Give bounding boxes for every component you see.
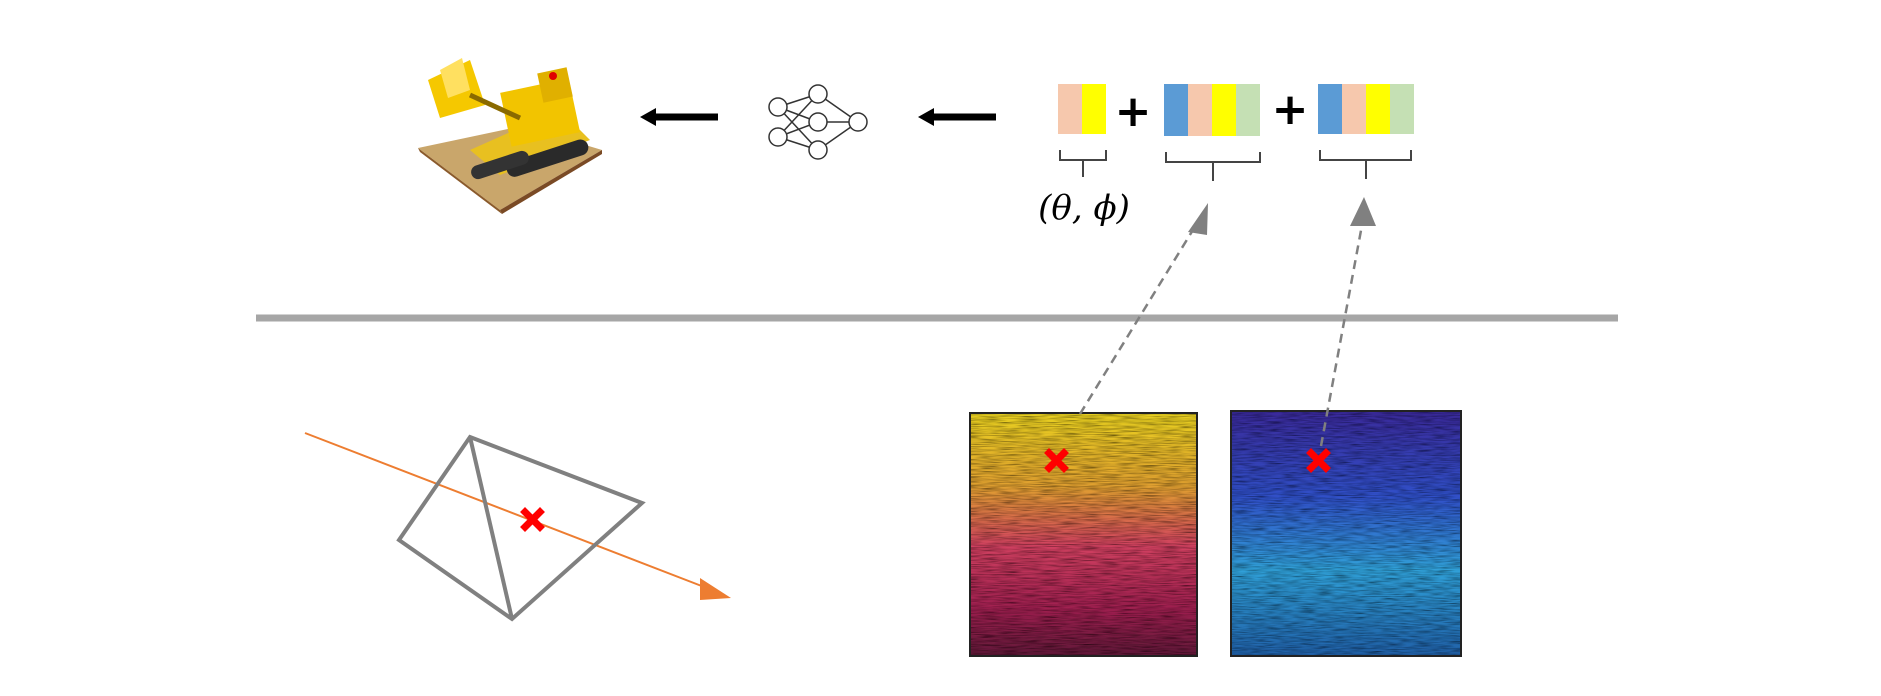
lookup-arrow-1	[1078, 224, 1198, 415]
feature-texture-map-icon	[1230, 410, 1462, 657]
triangle-mesh-icon	[396, 434, 646, 622]
view-direction-encoding	[1058, 84, 1106, 134]
feature-blocks	[1058, 84, 1414, 136]
brace-feature-vector-2	[1319, 150, 1412, 179]
plus-operator: +	[1272, 84, 1309, 135]
neural-network-icon	[768, 84, 868, 160]
arrow-left-icon	[918, 108, 996, 126]
intersection-marker-icon	[520, 507, 545, 532]
ray-line	[304, 432, 713, 591]
lookup-arrow-2	[1319, 224, 1364, 447]
lego-bulldozer-render-icon	[418, 58, 602, 214]
arrow-left-icon	[640, 108, 718, 126]
ray-arrow-icon	[700, 578, 731, 600]
intersection-marker-icon	[1044, 448, 1069, 473]
feature-stripe-blue	[1164, 84, 1188, 136]
feature-stripe-blue	[1318, 84, 1342, 134]
brace-view-direction	[1059, 150, 1107, 177]
intersection-marker-icon	[1306, 448, 1331, 473]
feature-vector-1	[1164, 84, 1260, 136]
view-direction-label: (θ, ϕ)	[1038, 188, 1130, 228]
feature-stripe-green	[1390, 84, 1414, 134]
arrow-up-icon	[1188, 203, 1208, 235]
feature-stripe-yellow	[1212, 84, 1236, 136]
feature-stripe-peach	[1342, 84, 1366, 134]
feature-stripe-green	[1236, 84, 1260, 136]
feature-stripe-peach	[1058, 84, 1082, 134]
feature-stripe-yellow	[1082, 84, 1106, 134]
plus-operator: +	[1115, 86, 1152, 137]
feature-stripe-peach	[1188, 84, 1212, 136]
brace-feature-vector-1	[1165, 152, 1261, 181]
feature-stripe-yellow	[1366, 84, 1390, 134]
feature-vector-2	[1318, 84, 1414, 134]
arrow-up-icon	[1350, 197, 1376, 226]
feature-texture-map-icon	[969, 412, 1198, 657]
